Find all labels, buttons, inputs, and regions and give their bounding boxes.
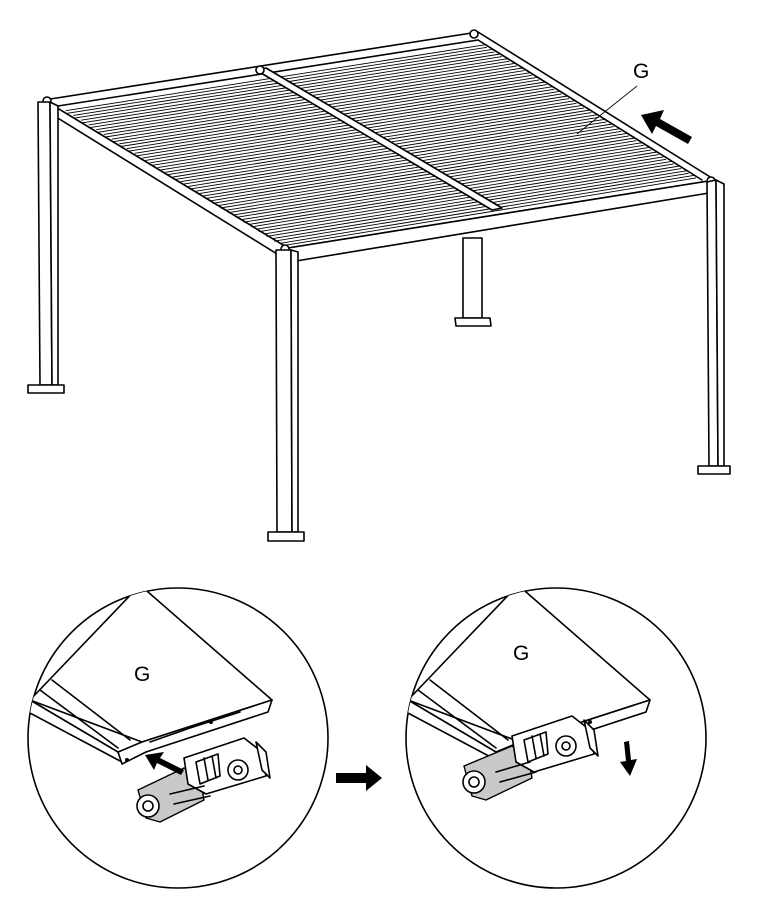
detail-left-label-g: G — [134, 663, 150, 686]
clip-part-left — [137, 738, 270, 822]
roof — [43, 30, 715, 262]
front-post — [268, 250, 304, 541]
back-left-post — [28, 102, 64, 393]
detail-circle-left: G — [28, 585, 328, 888]
back-right-post — [455, 238, 491, 326]
detail-right-label-g: G — [513, 642, 529, 665]
down-arrow-icon — [620, 741, 637, 776]
push-arrow-icon — [145, 752, 184, 775]
front-right-post — [698, 180, 730, 474]
then-arrow-icon — [336, 765, 382, 791]
detail-circle-right: G — [406, 585, 706, 888]
pergola: G — [28, 30, 730, 541]
part-label-g: G — [633, 60, 649, 83]
